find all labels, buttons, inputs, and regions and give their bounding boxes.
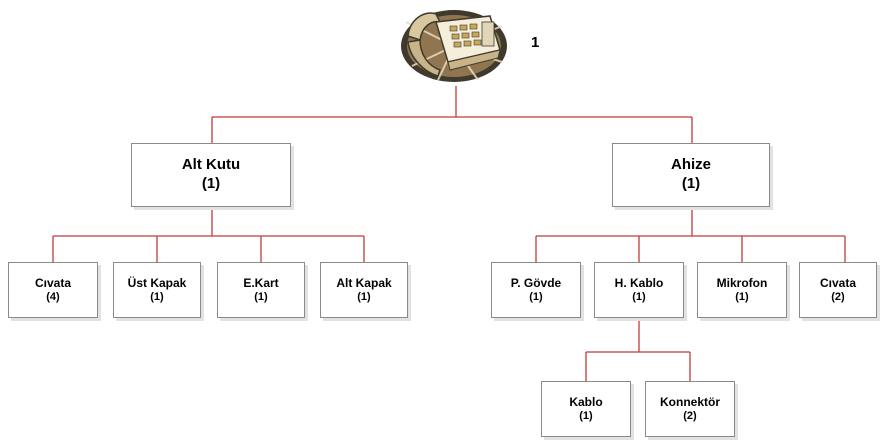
- node-p-govde: P. Gövde (1): [491, 262, 581, 318]
- node-quantity: (1): [357, 290, 371, 303]
- node-quantity: (1): [632, 290, 646, 303]
- node-civata-2: Cıvata (2): [799, 262, 877, 318]
- telephone-icon: [401, 10, 507, 82]
- node-civata-4: Cıvata (4): [8, 262, 98, 318]
- node-quantity: (2): [683, 409, 697, 422]
- node-quantity: (4): [46, 290, 60, 303]
- node-quantity: (1): [579, 409, 593, 422]
- node-quantity: (2): [831, 290, 845, 303]
- node-name: Ahize: [670, 156, 711, 174]
- node-name: Mikrofon: [716, 275, 768, 290]
- node-quantity: (1): [681, 175, 701, 192]
- node-quantity: (1): [150, 290, 164, 303]
- node-name: Alt Kapak: [336, 275, 392, 290]
- node-ust-kapak: Üst Kapak (1): [113, 262, 201, 318]
- node-mikrofon: Mikrofon (1): [697, 262, 787, 318]
- node-ahize: Ahize (1): [612, 143, 770, 207]
- node-name: Cıvata: [34, 275, 72, 290]
- node-name: H. Kablo: [614, 275, 664, 290]
- node-name: Konnektör: [660, 394, 720, 409]
- node-name: E.Kart: [243, 275, 279, 290]
- node-alt-kutu: Alt Kutu (1): [131, 143, 291, 207]
- node-quantity: (1): [201, 175, 221, 192]
- root-number: 1: [531, 34, 540, 51]
- node-quantity: (1): [254, 290, 268, 303]
- node-name: Üst Kapak: [127, 275, 187, 290]
- node-quantity: (1): [735, 290, 749, 303]
- node-name: Alt Kutu: [181, 156, 241, 174]
- node-h-kablo: H. Kablo (1): [594, 262, 684, 318]
- node-name: P. Gövde: [510, 275, 562, 290]
- node-quantity: (1): [529, 290, 543, 303]
- node-e-kart: E.Kart (1): [217, 262, 305, 318]
- node-kablo: Kablo (1): [541, 381, 631, 437]
- node-name: Kablo: [569, 394, 603, 409]
- node-konnektor: Konnektör (2): [645, 381, 735, 437]
- node-name: Cıvata: [819, 275, 857, 290]
- node-alt-kapak: Alt Kapak (1): [320, 262, 408, 318]
